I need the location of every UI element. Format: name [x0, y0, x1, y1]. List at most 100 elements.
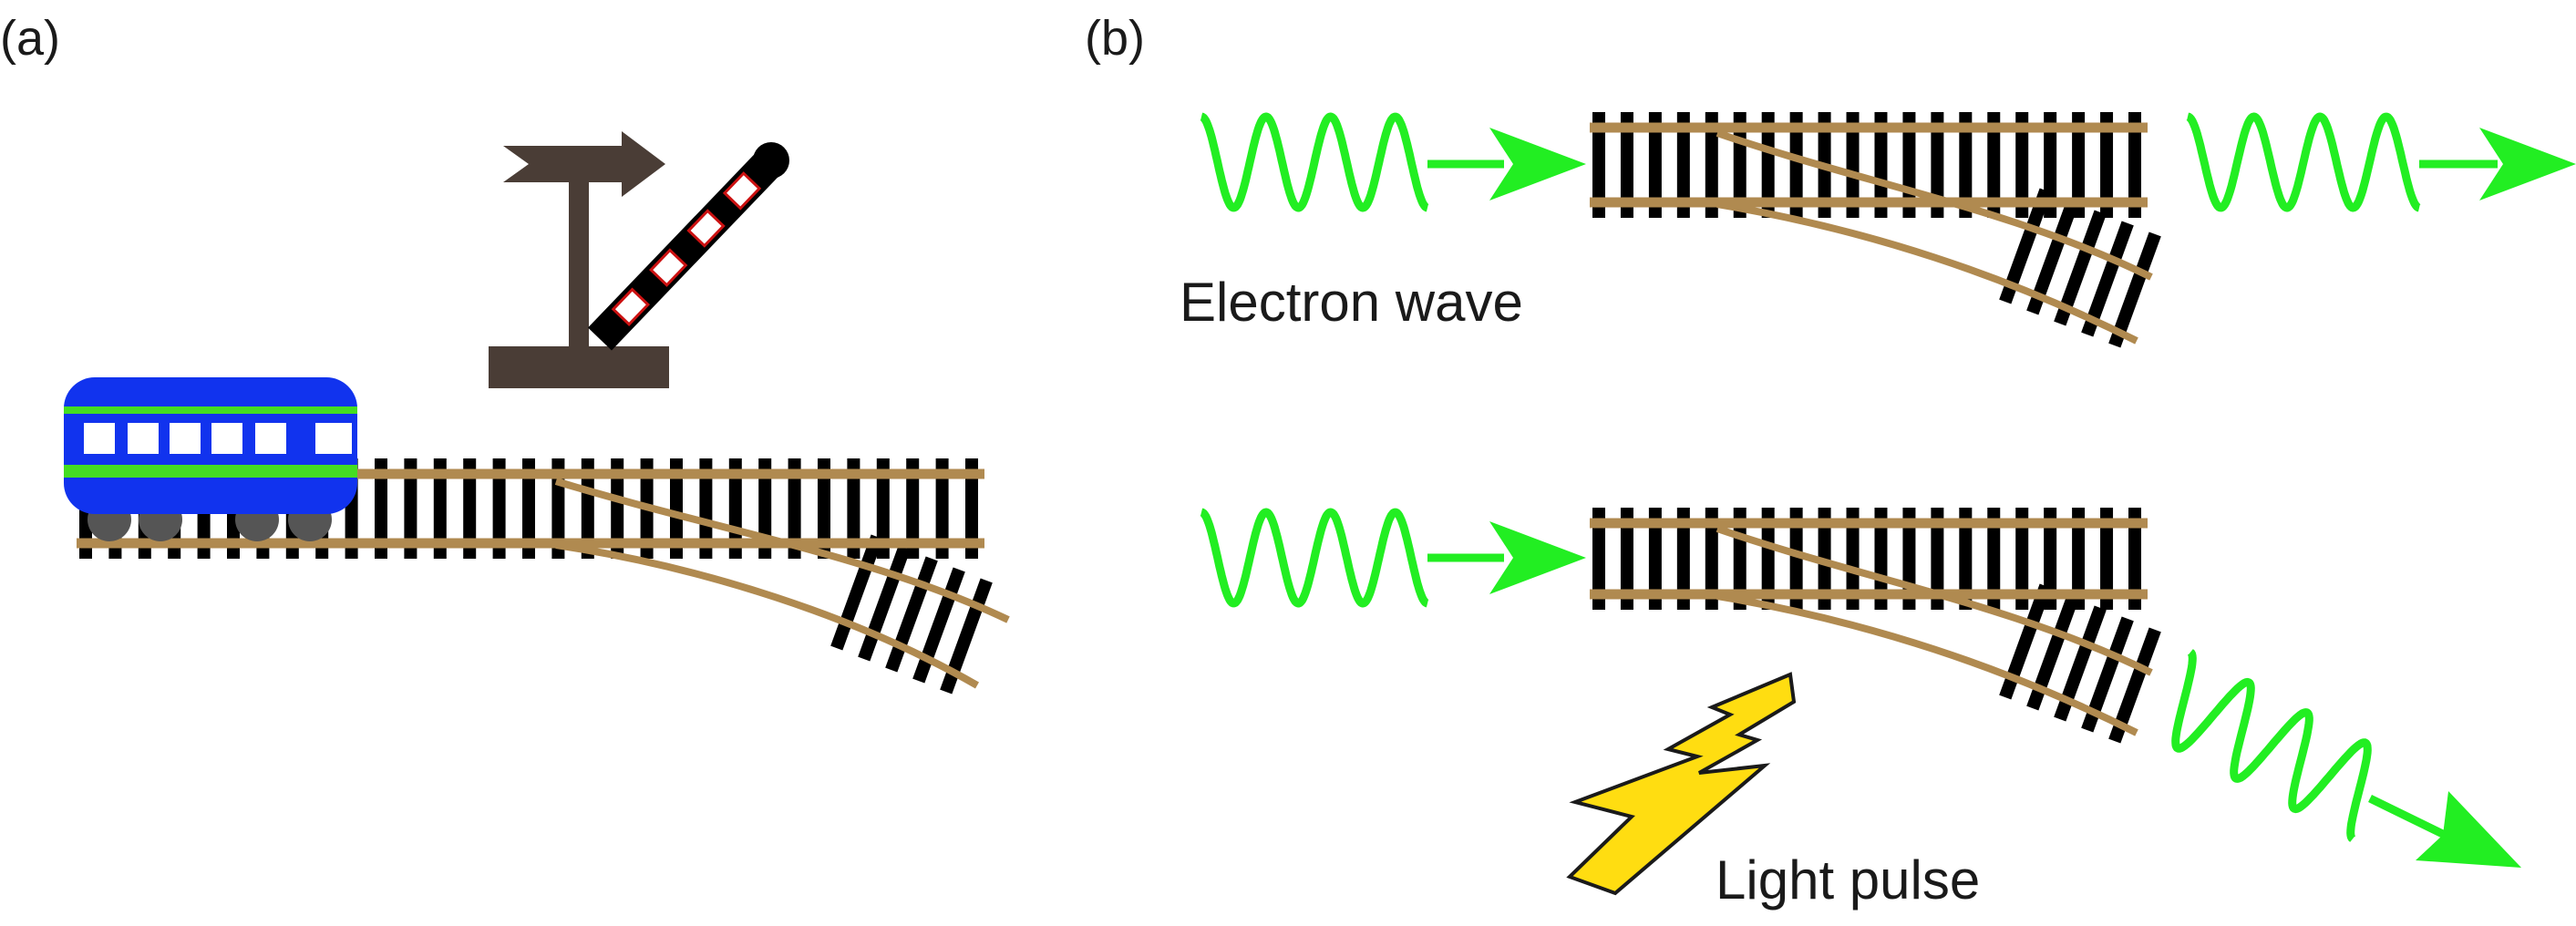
sleeper	[788, 458, 801, 559]
train-stripe-lower	[64, 465, 357, 478]
rail-diverging	[1716, 129, 2153, 281]
sleeper	[611, 458, 624, 559]
sleeper	[1789, 508, 1803, 610]
sleeper	[375, 458, 387, 559]
train-window	[255, 423, 286, 454]
sleeper	[818, 458, 830, 559]
wave-line	[2171, 648, 2372, 843]
sleeper	[1931, 508, 1944, 610]
arm-mark	[686, 209, 726, 248]
sleeper	[2054, 605, 2107, 722]
wave-line	[1198, 508, 1431, 608]
sleeper	[404, 458, 417, 559]
rail-diverging	[1716, 525, 2153, 676]
sleeper	[699, 458, 713, 559]
sleeper	[1987, 112, 2001, 218]
panel-label-b: (b)	[1085, 11, 1145, 66]
sleeper	[1846, 112, 1860, 218]
sleeper	[847, 458, 860, 559]
train-window	[128, 423, 159, 454]
sleeper	[2044, 508, 2057, 610]
sleeper	[2026, 199, 2079, 315]
signal-base	[489, 346, 669, 388]
sleeper	[2081, 221, 2134, 337]
sleeper	[1959, 508, 1973, 610]
electron-wave-in-bottom	[1198, 508, 1586, 608]
rail-diverging	[555, 541, 979, 689]
semaphore-arm-tip	[753, 142, 789, 179]
arm-mark	[611, 287, 651, 326]
sleeper	[2100, 508, 2114, 610]
arm-mark	[649, 248, 688, 287]
sleeper	[2128, 508, 2141, 610]
sleeper	[463, 458, 477, 559]
semaphore-arm-marks	[611, 171, 762, 326]
electron-wave-out-top	[2184, 112, 2576, 212]
sleeper	[1620, 112, 1633, 218]
wave-line	[2184, 112, 2423, 212]
caption-electron-wave: Electron wave	[1180, 272, 1523, 333]
semaphore-arm-icon	[588, 142, 789, 351]
rail-diverging	[554, 478, 1010, 623]
sleeper	[1620, 508, 1633, 610]
sleeper	[1999, 583, 2052, 700]
sleeper	[1931, 112, 1944, 218]
electron-wave-in-top	[1198, 112, 1586, 212]
panel-label-a: (a)	[0, 11, 60, 66]
sleeper	[2072, 508, 2086, 610]
sleeper	[1846, 508, 1860, 610]
lightning-bolt-icon	[1566, 672, 1797, 896]
rail-diverging	[1716, 201, 2138, 345]
arrow-head-icon	[2416, 791, 2521, 868]
sleeper	[2108, 232, 2161, 348]
train-carriage-icon	[64, 377, 357, 541]
sleeper	[492, 458, 506, 559]
sleeper	[670, 458, 683, 559]
arrow-head-icon	[1489, 128, 1586, 201]
train-window	[84, 423, 115, 454]
sleeper	[433, 458, 447, 559]
sleeper	[2072, 112, 2086, 218]
sleeper	[1705, 112, 1718, 218]
sleeper	[876, 458, 890, 559]
sleeper	[2054, 210, 2107, 326]
sleeper	[2015, 112, 2029, 218]
sleeper	[965, 458, 978, 559]
sleeper	[1676, 112, 1690, 218]
sleeper	[1761, 112, 1775, 218]
caption-light-pulse: Light pulse	[1716, 849, 1980, 911]
sleeper	[522, 458, 535, 559]
direction-arrow-sign-icon	[489, 131, 669, 388]
sleeper	[2100, 112, 2114, 218]
sleeper	[2128, 112, 2141, 218]
arm-mark	[722, 171, 762, 211]
sleeper	[1705, 508, 1718, 610]
arrow-sign	[503, 131, 665, 197]
arrow-head-icon	[2479, 128, 2576, 201]
sleeper	[2108, 627, 2161, 744]
train-window	[315, 423, 352, 454]
sleeper	[1648, 112, 1662, 218]
sleeper	[1874, 508, 1888, 610]
signal-post	[569, 173, 589, 348]
sleeper	[1987, 508, 2001, 610]
sleeper	[1999, 188, 2052, 304]
sleeper	[1592, 508, 1605, 610]
train-window	[170, 423, 201, 454]
railway-switch-b-bottom	[1590, 508, 2161, 744]
arrow-head-icon	[1489, 521, 1586, 594]
sleeper	[1648, 508, 1662, 610]
sleeper	[1789, 112, 1803, 218]
sleeper	[1959, 112, 1973, 218]
train-stripe-upper	[64, 406, 357, 414]
sleeper	[935, 458, 949, 559]
sleeper	[1592, 112, 1605, 218]
sleeper	[2026, 594, 2079, 711]
electron-wave-out-bottom	[2171, 648, 2521, 868]
railway-switch-b-top	[1590, 112, 2161, 348]
rail-diverging	[1716, 592, 2138, 736]
sleeper	[1761, 508, 1775, 610]
wave-line	[1198, 112, 1431, 212]
